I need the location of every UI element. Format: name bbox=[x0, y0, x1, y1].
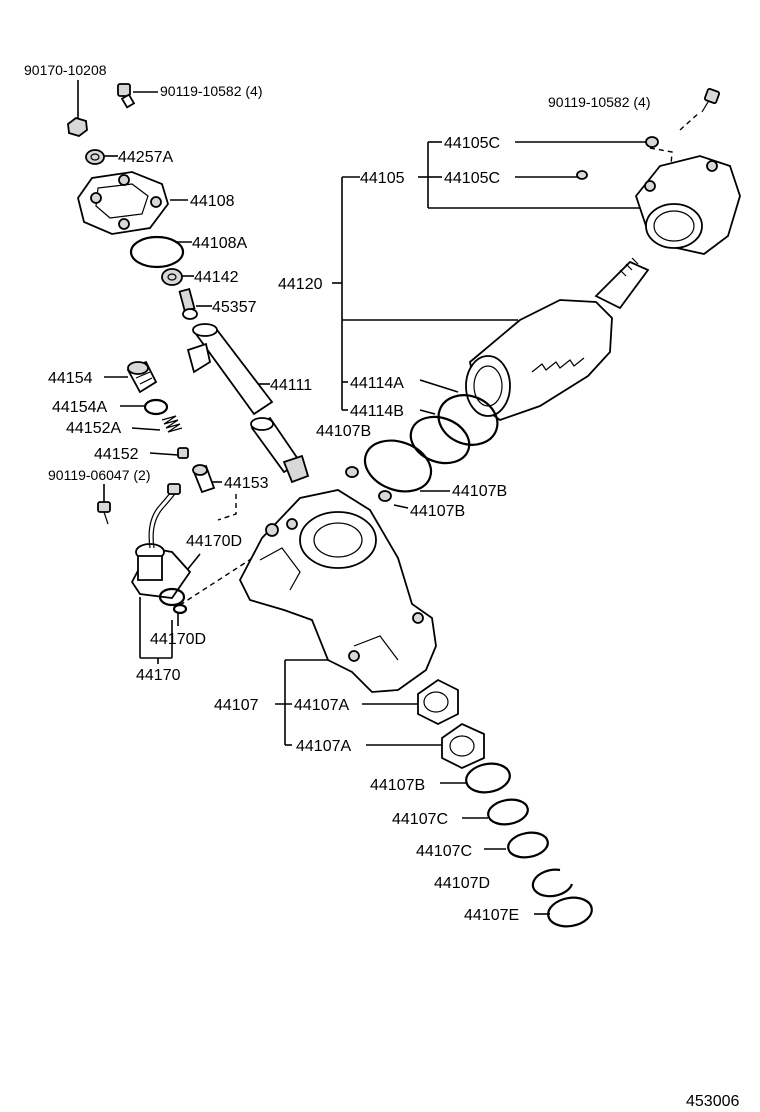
oring-44108a-icon bbox=[129, 235, 185, 269]
label-44120: 44120 bbox=[278, 276, 323, 293]
piston-shaft-44120-icon bbox=[465, 257, 650, 422]
ring-44114b-icon bbox=[409, 415, 471, 465]
part-drawings bbox=[67, 83, 741, 928]
oring-44170d-a-icon bbox=[158, 587, 186, 607]
oring-44154a-icon bbox=[143, 398, 169, 416]
label-44107b-d: 44107B bbox=[370, 777, 425, 794]
plug-44154-icon bbox=[126, 360, 158, 394]
spring-44152a-icon bbox=[161, 415, 183, 433]
label-44170d-b: 44170D bbox=[150, 631, 206, 648]
label-44257a: 44257A bbox=[118, 149, 173, 166]
label-44107d: 44107D bbox=[434, 875, 490, 892]
label-44107: 44107 bbox=[214, 697, 259, 714]
label-44105c-top: 44105C bbox=[444, 135, 500, 152]
snap-ring-44107d-icon bbox=[531, 868, 574, 898]
label-44114a: 44114A bbox=[350, 375, 404, 392]
cover-44107e-icon bbox=[547, 896, 593, 928]
label-44107b-b: 44107B bbox=[452, 483, 507, 500]
seal-44107c-a-icon bbox=[487, 798, 529, 826]
label-44108a: 44108A bbox=[192, 235, 247, 252]
screw-45357-icon bbox=[178, 287, 198, 320]
label-44111: 44111 bbox=[270, 377, 312, 394]
figure-number: 453006 bbox=[686, 1093, 739, 1110]
label-90119-10582-right: 90119-10582 (4) bbox=[548, 94, 650, 110]
part-labels: 90170-10208 90119-10582 (4) 90119-10582 … bbox=[24, 62, 739, 1110]
label-44170: 44170 bbox=[136, 667, 181, 684]
ring-44114a-icon bbox=[437, 394, 499, 446]
valve-spool-44111-icon bbox=[186, 323, 310, 484]
seal-44107b-lower-icon bbox=[465, 762, 511, 794]
ring-44107b-large-icon bbox=[363, 439, 433, 493]
nut-44142-icon bbox=[161, 268, 183, 286]
oring-44107b-small-a-icon bbox=[345, 466, 359, 478]
seal-44105c-a-icon bbox=[645, 136, 659, 148]
fitting-44153-icon bbox=[192, 464, 216, 494]
oring-44170d-b-icon bbox=[172, 603, 188, 615]
label-90119-06047: 90119-06047 (2) bbox=[48, 467, 150, 483]
label-44142: 44142 bbox=[194, 269, 239, 286]
label-44107a-upper: 44107A bbox=[294, 697, 349, 714]
label-44105c-mid: 44105C bbox=[444, 170, 500, 187]
gear-housing-icon bbox=[238, 489, 437, 693]
nut-90170-icon bbox=[67, 117, 88, 137]
bolt-right-icon bbox=[701, 87, 721, 113]
label-44107c-a: 44107C bbox=[392, 811, 448, 828]
ball-44152-icon bbox=[177, 447, 189, 459]
label-44107a-lower: 44107A bbox=[296, 738, 351, 755]
cover-44108-icon bbox=[77, 171, 169, 235]
label-45357: 45357 bbox=[212, 299, 257, 316]
end-housing-44105-icon bbox=[634, 155, 741, 255]
label-44170d-a: 44170D bbox=[186, 533, 242, 550]
seal-44107c-b-icon bbox=[507, 831, 549, 859]
label-44107e: 44107E bbox=[464, 907, 519, 924]
label-44152: 44152 bbox=[94, 446, 139, 463]
bolt-90119-06047-icon bbox=[97, 501, 111, 525]
washer-44257a-icon bbox=[85, 149, 105, 165]
label-44153: 44153 bbox=[224, 475, 269, 492]
oring-44107b-small-b-icon bbox=[378, 490, 392, 502]
label-44107b-c: 44107B bbox=[410, 503, 465, 520]
label-44114b: 44114B bbox=[350, 403, 404, 420]
solenoid-44170-icon bbox=[130, 483, 192, 599]
bolt-left-icon bbox=[117, 83, 136, 109]
label-44108: 44108 bbox=[190, 193, 235, 210]
bearing-44107a-lower-icon bbox=[441, 722, 485, 769]
label-90170-10208: 90170-10208 bbox=[24, 62, 107, 78]
label-44107c-b: 44107C bbox=[416, 843, 472, 860]
label-44154a: 44154A bbox=[52, 399, 107, 416]
label-44152a: 44152A bbox=[66, 420, 121, 437]
bearing-44107a-upper-icon bbox=[417, 678, 459, 726]
label-44105: 44105 bbox=[360, 170, 405, 187]
label-44154: 44154 bbox=[48, 370, 93, 387]
label-44107b-a: 44107B bbox=[316, 423, 371, 440]
label-90119-10582-left: 90119-10582 (4) bbox=[160, 83, 262, 99]
seal-44105c-b-icon bbox=[576, 170, 588, 180]
